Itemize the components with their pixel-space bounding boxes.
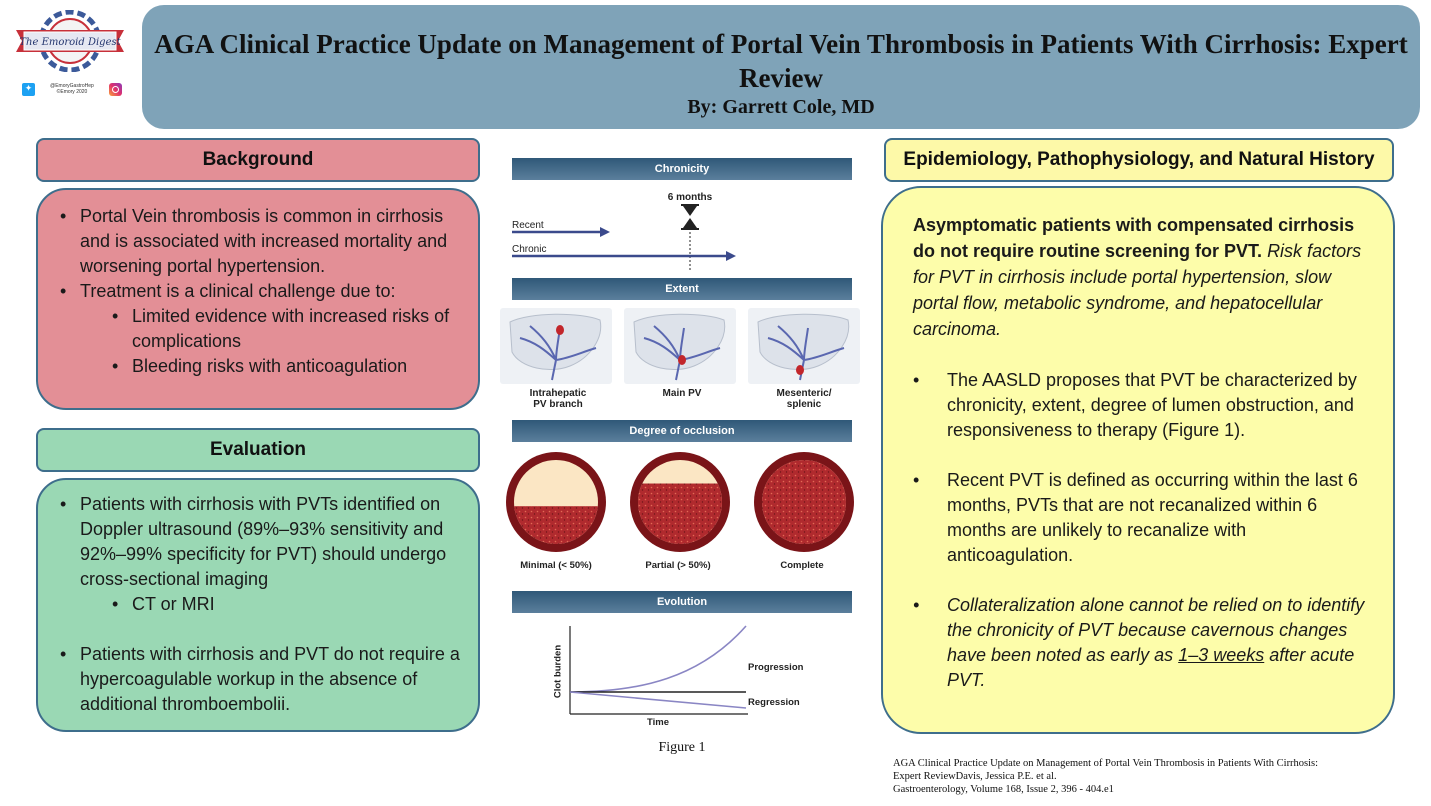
vessel-cross-section-2 — [630, 452, 730, 552]
clot-marker — [556, 325, 564, 335]
twitter-icon[interactable]: ✦ — [22, 82, 35, 96]
list-item: Patients with cirrhosis with PVTs identi… — [60, 492, 460, 592]
occlusion-bar: Degree of occlusion — [512, 420, 852, 442]
logo-copyright: ©Emory 2020 — [56, 89, 88, 95]
progression-label: Progression — [748, 662, 804, 673]
liver-diagram-3 — [757, 313, 850, 381]
occlusion-label-complete: Complete — [780, 560, 824, 571]
instagram-icon[interactable] — [109, 82, 122, 96]
intro-italic: Risk factors for PVT in cirrhosis includ… — [913, 241, 1362, 339]
evolution-xlabel: Time — [646, 717, 669, 728]
evolution-ylabel: Clot burden — [552, 644, 564, 699]
figure-1: Chronicity 6 months Recent Chronic Exten… — [500, 148, 864, 755]
author-line: By: Garrett Cole, MD — [687, 96, 875, 118]
background-box: Portal Vein thrombosis is common in cirr… — [36, 188, 480, 410]
regression-label: Regression — [748, 697, 800, 708]
epidemiology-intro: Asymptomatic patients with compensated c… — [913, 212, 1367, 342]
clot-marker — [796, 365, 804, 375]
logo-handles: @EmoryGastroHep ©Emory 2020 — [38, 83, 106, 95]
logo-social: ✦ @EmoryGastroHep ©Emory 2020 — [22, 78, 122, 100]
evaluation-box: Patients with cirrhosis with PVTs identi… — [36, 478, 480, 732]
logo: The Emoroid Digest ✦ @EmoryGastroHep ©Em… — [14, 8, 126, 100]
hourglass-icon — [681, 204, 699, 230]
recent-arrow — [512, 227, 610, 237]
list-item: Patients with cirrhosis and PVT do not r… — [60, 642, 460, 717]
chronic-arrow — [512, 251, 736, 261]
extent-label-3: Mesenteric/ splenic — [776, 388, 832, 410]
intro-bold: Asymptomatic patients with compensated c… — [913, 215, 1355, 261]
citation-line-1: AGA Clinical Practice Update on Manageme… — [893, 758, 1319, 769]
evaluation-list-2: Patients with cirrhosis and PVT do not r… — [60, 642, 460, 717]
liver-diagram-1 — [509, 313, 602, 381]
list-item: Recent PVT is defined as occurring withi… — [913, 468, 1367, 568]
extent-label-2: Main PV — [662, 388, 702, 399]
page-title: AGA Clinical Practice Update on Manageme… — [154, 29, 1408, 93]
title-banner: AGA Clinical Practice Update on Manageme… — [142, 5, 1420, 129]
extent-diagram — [509, 313, 850, 381]
occlusion-label-minimal: Minimal (< 50%) — [520, 560, 592, 571]
logo-text: The Emoroid Digest — [19, 37, 121, 48]
list-subitem: Limited evidence with increased risks of… — [60, 304, 460, 354]
vessel-cross-section-1 — [506, 452, 606, 552]
chronicity-diagram — [512, 204, 736, 272]
epidemiology-box: Asymptomatic patients with compensated c… — [881, 186, 1395, 734]
citation: AGA Clinical Practice Update on Manageme… — [893, 757, 1413, 796]
list-subitem: CT or MRI — [60, 592, 460, 617]
evaluation-heading: Evaluation — [36, 428, 480, 472]
background-list: Portal Vein thrombosis is common in cirr… — [60, 204, 460, 379]
citation-line-3: Gastroenterology, Volume 168, Issue 2, 3… — [893, 784, 1114, 795]
evaluation-list: Patients with cirrhosis with PVTs identi… — [60, 492, 460, 617]
vessel-cross-section-3 — [754, 452, 854, 552]
extent-bar: Extent — [512, 278, 852, 300]
epidemiology-list: The AASLD proposes that PVT be character… — [913, 368, 1367, 693]
twitter-handle: @EmoryGastroHep — [50, 83, 94, 89]
citation-line-2: Expert ReviewDavis, Jessica P.E. et al. — [893, 771, 1057, 782]
bullet3-pre: Collateralization alone cannot be relied… — [947, 595, 1365, 665]
list-subitem: Bleeding risks with anticoagulation — [60, 354, 460, 379]
list-item: Collateralization alone cannot be relied… — [913, 593, 1367, 693]
chronic-label: Chronic — [512, 244, 547, 255]
six-months-label: 6 months — [667, 192, 713, 203]
progression-curve — [569, 625, 747, 693]
regression-curve — [569, 691, 747, 709]
epidemiology-heading: Epidemiology, Pathophysiology, and Natur… — [884, 138, 1394, 182]
evolution-chart — [569, 625, 748, 715]
occlusion-label-partial: Partial (> 50%) — [645, 560, 711, 571]
figure-caption: Figure 1 — [658, 740, 706, 755]
clot-marker — [678, 355, 686, 365]
liver-diagram-2 — [633, 313, 726, 381]
bullet3-post: after acute PVT. — [947, 645, 1355, 690]
list-item: The AASLD proposes that PVT be character… — [913, 368, 1367, 443]
bullet3-underline: 1–3 weeks — [1178, 645, 1265, 665]
background-heading: Background — [36, 138, 480, 182]
extent-label-1: Intrahepatic PV branch — [529, 388, 587, 410]
evolution-bar: Evolution — [512, 591, 852, 613]
recent-label: Recent — [512, 220, 544, 231]
list-item: Portal Vein thrombosis is common in cirr… — [60, 204, 460, 279]
emoroid-digest-logo: The Emoroid Digest — [16, 10, 124, 72]
chronicity-bar: Chronicity — [512, 158, 852, 180]
clot-fill — [762, 460, 846, 544]
list-item: Treatment is a clinical challenge due to… — [60, 279, 460, 304]
occlusion-diagram — [506, 452, 854, 552]
